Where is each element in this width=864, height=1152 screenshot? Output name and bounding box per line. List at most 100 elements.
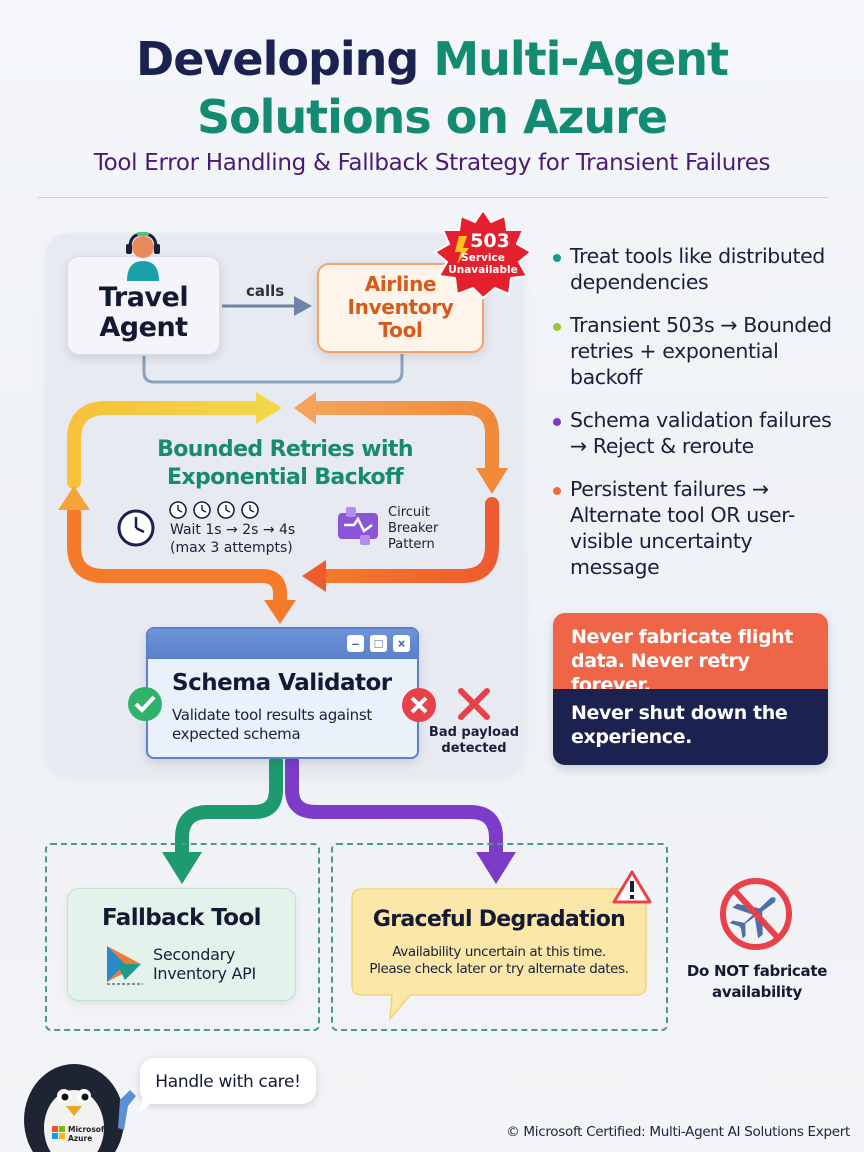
logo-line1: Microsoft [68,1125,108,1134]
error-line1: Service [461,252,505,264]
error-line2: Unavailable [448,264,518,276]
retry-title-line1: Bounded Retries with [157,437,413,462]
microsoft-azure-logo: Microsoft Azure [52,1124,122,1146]
retry-loop-top-left [67,401,269,489]
calls-label: calls [246,282,285,300]
error-badge-text: 503 Service Unavailable [438,230,528,276]
bullet-text: Treat tools like distributed dependencie… [570,244,825,294]
divider [38,197,828,198]
bullet-dot [553,254,561,262]
retry-arrowhead-top-left-2 [294,392,316,424]
branch-to-fallback [175,755,283,865]
maximize-icon[interactable]: □ [370,635,387,652]
retry-loop-bottom-left [67,501,287,611]
fallback-tool-card[interactable] [67,888,296,1001]
graceful-line1: Availability uncertain at this time. [392,944,606,960]
bad-line1: Bad payload [428,725,520,740]
close-icon[interactable]: × [393,635,410,652]
graceful-container [331,843,668,1031]
return-loop [142,354,404,384]
retry-loop-bottom-right [317,497,499,583]
fallback-tool-title: Fallback Tool [102,905,262,931]
error-code: 503 [470,230,510,252]
bullet-dot [553,487,561,495]
bullet-dot [553,323,561,331]
tool-line2: Inventory [347,295,454,319]
bullet-text: Persistent failures → Alternate tool OR … [570,477,795,579]
schema-validator-window[interactable]: – □ × [146,627,419,759]
breaker-line2: Breaker [388,521,439,536]
principles-bottom: Never shut down the experience. [553,689,828,765]
branch-to-graceful [285,755,503,865]
page-subtitle: Tool Error Handling & Fallback Strategy … [93,150,771,176]
tool-line3: Tool [378,318,423,342]
retry-title: Bounded Retries with Exponential Backoff [130,436,440,492]
graceful-arrowhead [476,852,516,884]
inventory-api-icon [107,946,143,985]
breaker-line3: Pattern [388,537,435,552]
principles-card: Never fabricate flight data. Never retry… [553,613,828,765]
retry-arrowhead-left-up [58,486,90,510]
calls-arrow [222,296,312,316]
no-fab-line1: Do NOT fabricate [686,962,828,980]
tool-line1: Airline [364,272,437,296]
microsoft-logo-icon [52,1126,65,1139]
circuit-breaker-icon [338,507,378,545]
clock-icon [117,509,155,547]
minimize-icon[interactable]: – [347,635,364,652]
title-part-2: Multi-Agent [433,32,729,86]
fallback-tool-subtitle: Secondary Inventory API [153,945,256,983]
page-title: Developing Multi-Agent [0,32,864,86]
no-airplane-icon [720,878,792,950]
retry-arrowhead-top-right [476,468,508,494]
list-item: Treat tools like distributed dependencie… [553,243,843,295]
graceful-degradation-message: Availability uncertain at this time. Ple… [353,944,645,978]
no-fabrication-label: Do NOT fabricate availability [680,961,834,1003]
retry-arrowhead-top-left [256,392,282,424]
list-item: Transient 503s → Bounded retries + expon… [553,312,843,390]
fallback-arrowhead [162,852,202,884]
logo-line2: Azure [68,1134,93,1143]
warning-triangle-icon [612,870,652,904]
bullet-text: Schema validation failures → Reject & re… [570,408,832,458]
fallback-container [45,843,320,1031]
wait-line2: (max 3 attempts) [170,540,293,556]
speech-bubble-text: Handle with care! [155,1072,301,1092]
retry-loop-top-right [307,401,499,479]
fallback-line1: Secondary [153,945,236,964]
circuit-breaker-label: Circuit Breaker Pattern [388,505,438,553]
list-item: Schema validation failures → Reject & re… [553,407,843,459]
retry-arrowhead-down [264,600,296,624]
graceful-degradation-title: Graceful Degradation [372,907,626,932]
wait-line1: Wait 1s → 2s → 4s [170,522,296,538]
bad-payload-label: Bad payload detected [424,725,524,757]
lightning-starburst-icon [433,208,533,300]
speech-bubble-tail [138,1094,162,1114]
travel-agent-line1: Travel [98,282,189,313]
page-title-line2: Solutions on Azure [196,90,668,144]
bullet-text: Transient 503s → Bounded retries + expon… [570,313,832,389]
travel-agent-line2: Agent [99,312,188,343]
schema-validator-title: Schema Validator [172,670,392,696]
fallback-line2: Inventory API [153,964,256,983]
speech-bubble [140,1058,316,1104]
list-item: Persistent failures → Alternate tool OR … [553,476,843,580]
backoff-timing: Wait 1s → 2s → 4s (max 3 attempts) [170,521,295,557]
headset-agent-icon [126,232,160,281]
no-fab-line2: availability [712,983,802,1001]
breaker-line1: Circuit [388,505,430,520]
graceful-line2: Please check later or try alternate date… [369,961,629,977]
retry-title-line2: Exponential Backoff [167,465,404,490]
schema-validator-desc: Validate tool results against expected s… [172,706,372,743]
copyright: © Microsoft Certified: Multi-Agent AI So… [506,1124,850,1140]
small-clocks-icon [169,501,259,519]
bullet-list: Treat tools like distributed dependencie… [553,243,843,597]
x-circle-icon [402,688,436,722]
check-circle-icon [128,687,162,721]
bad-line2: detected [441,741,507,756]
retry-arrowhead-bottom [302,560,326,592]
red-x-icon [458,688,490,720]
bullet-dot [553,418,561,426]
airline-inventory-tool-label: Airline Inventory Tool [317,273,484,342]
